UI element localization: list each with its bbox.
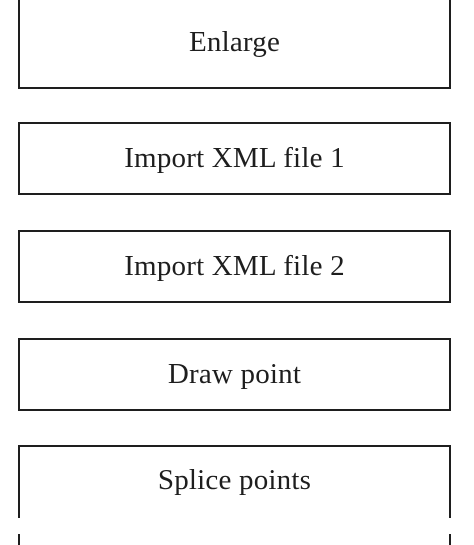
import-xml-file-1-button-label: Import XML file 1: [124, 142, 345, 174]
splice-points-button-label: Splice points: [157, 463, 312, 496]
import-xml-file-1-button[interactable]: Import XML file 1: [18, 122, 451, 195]
draw-point-button[interactable]: Draw point: [18, 338, 451, 411]
import-xml-file-2-button[interactable]: Import XML file 2: [18, 230, 451, 303]
draw-point-button-label: Draw point: [167, 358, 302, 390]
enlarge-button[interactable]: Enlarge: [18, 0, 451, 89]
bottom-edge-mask: [0, 518, 474, 534]
import-xml-file-2-button-label: Import XML file 2: [124, 250, 345, 282]
enlarge-button-label: Enlarge: [188, 26, 281, 58]
